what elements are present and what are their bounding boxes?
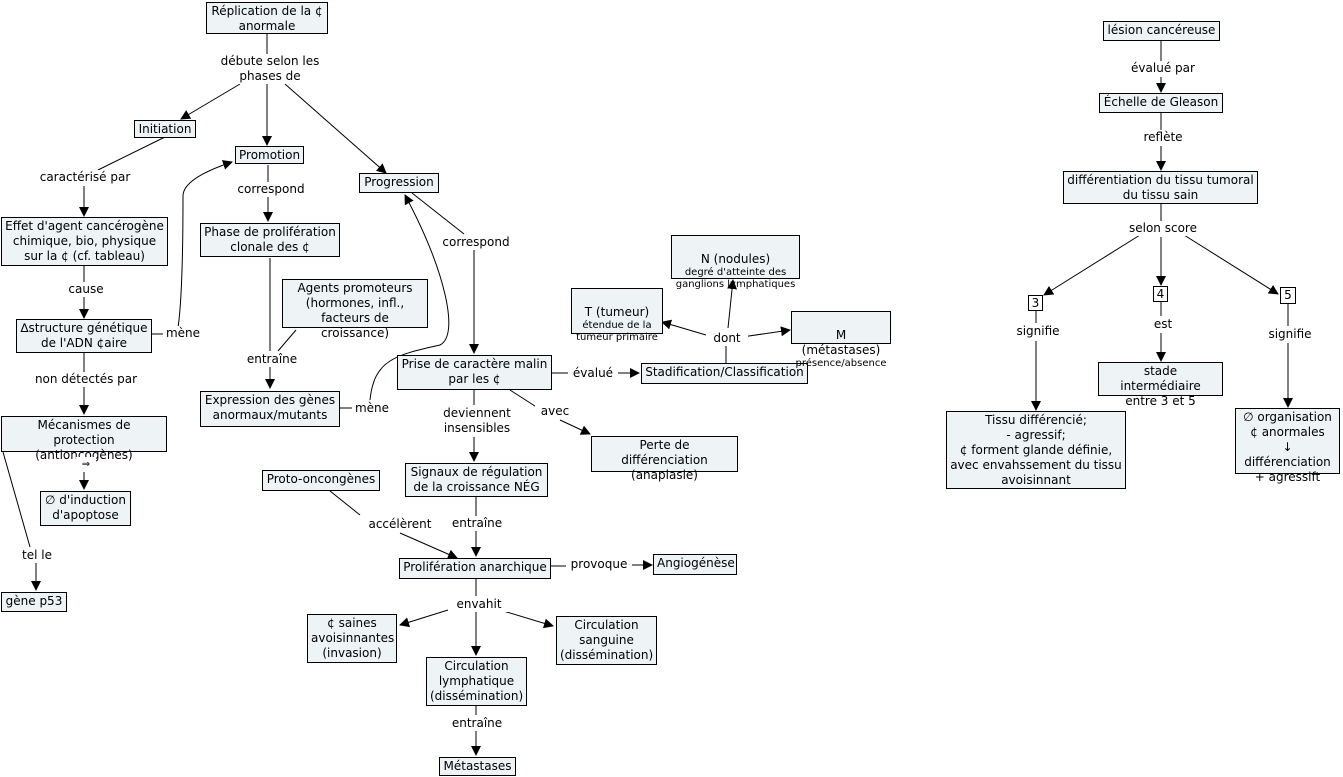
score-4-badge[interactable]: 4 [1153, 286, 1168, 302]
label-debute: débute selon les phases de [216, 54, 324, 84]
label-envahit: envahit [449, 597, 509, 612]
node-expression-genes[interactable]: Expression des gènes anormaux/mutants [200, 391, 340, 427]
label-arrow-symbol: ⇒ [76, 457, 96, 472]
node-organisation[interactable]: ∅ organisation ¢ anormales ↓ différencia… [1235, 408, 1340, 484]
label-entraine-1: entraîne [241, 352, 303, 367]
t-tumeur-subtitle: étendue de la tumeur primaire [576, 320, 658, 343]
label-evalue: évalué [568, 366, 618, 381]
score-3-badge[interactable]: 3 [1028, 295, 1043, 311]
label-est: est [1147, 317, 1179, 332]
label-non-detectes: non détectés par [29, 372, 143, 387]
node-m-metastases[interactable]: M (métastases) présence/absence [791, 311, 891, 369]
node-progression[interactable]: Progression [359, 173, 439, 193]
score-5-badge[interactable]: 5 [1280, 287, 1296, 304]
node-promotion[interactable]: Promotion [235, 146, 304, 164]
label-entraine-3: entraîne [446, 716, 508, 731]
node-induction[interactable]: ∅ d'induction d'apoptose [40, 491, 131, 526]
node-n-nodules[interactable]: N (nodules) degré d'atteinte des ganglio… [671, 235, 800, 290]
m-metastases-title: M (métastases) [801, 328, 881, 357]
node-tissu-diff[interactable]: Tissu différencié; - agressif; ¢ forment… [946, 411, 1126, 489]
label-provoque: provoque [566, 557, 632, 572]
t-tumeur-title: T (tumeur) [584, 305, 650, 319]
label-signifie-1: signifie [1009, 324, 1067, 339]
node-proliferation[interactable]: Prolifération anarchique [399, 558, 551, 579]
label-selon-score: selon score [1121, 221, 1205, 236]
node-gleason[interactable]: Échelle de Gleason [1099, 93, 1223, 113]
node-cell-saines[interactable]: ¢ saines avoisinnantes (invasion) [307, 614, 397, 663]
node-mecanismes[interactable]: Mécanismes de protection (antioncogènes) [1, 416, 167, 462]
m-metastases-subtitle: présence/absence [795, 358, 887, 369]
label-dont: dont [706, 331, 748, 346]
n-nodules-title: N (nodules) [700, 252, 771, 266]
node-prise-caractere[interactable]: Prise de caractère malin par les ¢ [397, 355, 552, 390]
node-perte-diff[interactable]: Perte de différenciation (anaplasie) [591, 436, 738, 482]
node-differentiation[interactable]: différentiation du tissu tumoral du tiss… [1063, 171, 1258, 204]
n-nodules-subtitle: degré d'atteinte des ganglions lymphatiq… [675, 267, 796, 290]
label-entraine-2: entraîne [446, 516, 508, 531]
node-initiation[interactable]: Initiation [134, 120, 196, 138]
node-circ-lymph[interactable]: Circulation lymphatique (dissémination) [426, 657, 527, 706]
label-accelerent: accélèrent [361, 517, 439, 532]
node-replication[interactable]: Réplication de la ¢ anormale [206, 2, 328, 34]
node-delta-structure[interactable]: ∆structure génétique de l'ADN ¢aire [16, 319, 152, 353]
node-stade-inter[interactable]: stade intermédiaire entre 3 et 5 [1098, 362, 1223, 408]
label-mene-1: mène [163, 326, 203, 341]
label-avec: avec [535, 404, 575, 419]
label-caracterise: caractérisé par [35, 170, 135, 185]
label-correspond-1: correspond [233, 182, 309, 197]
label-signifie-2: signifie [1261, 327, 1319, 342]
label-evalue-par: évalué par [1125, 61, 1201, 76]
label-reflete: reflète [1137, 130, 1189, 145]
node-lesion[interactable]: lésion cancéreuse [1103, 21, 1220, 41]
node-effet-agent[interactable]: Effet d'agent cancérogène chimique, bio,… [1, 217, 168, 266]
node-t-tumeur[interactable]: T (tumeur) étendue de la tumeur primaire [571, 288, 663, 343]
node-agents-promoteurs[interactable]: Agents promoteurs (hormones, infl., fact… [282, 279, 428, 340]
label-tel-le: tel le [16, 548, 58, 563]
label-mene-2: mène [352, 401, 392, 416]
node-angiogenese[interactable]: Angiogénèse [653, 554, 737, 575]
node-signaux[interactable]: Signaux de régulation de la croissance N… [405, 463, 548, 497]
label-cause: cause [63, 282, 109, 297]
node-metastases[interactable]: Métastases [439, 757, 516, 776]
node-stadification[interactable]: Stadification/Classification [641, 363, 808, 384]
label-deviennent: deviennent insensibles [436, 406, 518, 436]
node-proto[interactable]: Proto-oncongènes [262, 470, 380, 491]
node-circ-sanguine[interactable]: Circulation sanguine (dissémination) [556, 616, 657, 665]
node-gene-p53[interactable]: gène p53 [1, 592, 67, 612]
node-phase-proliferation[interactable]: Phase de prolifération clonale des ¢ [200, 223, 340, 257]
label-correspond-2: correspond [438, 235, 514, 250]
